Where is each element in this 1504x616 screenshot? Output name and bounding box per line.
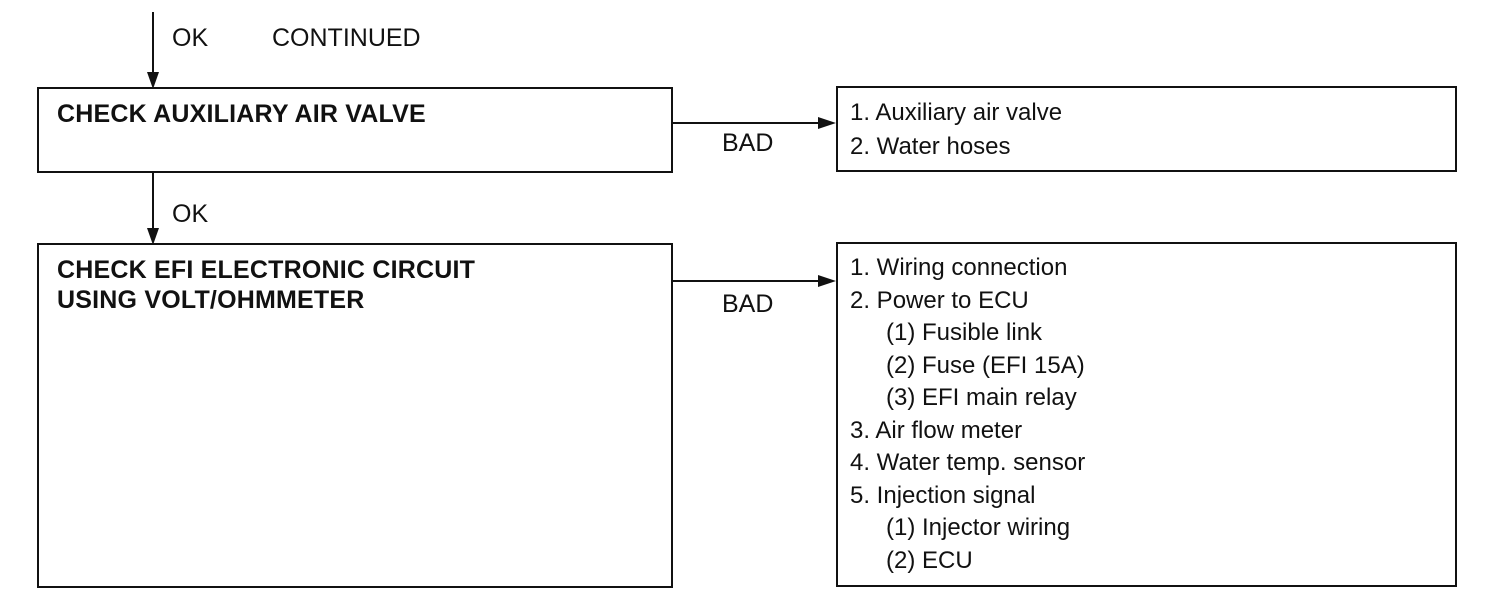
- arrow-bad-2-head: [818, 275, 836, 287]
- arrow-continued-head: [147, 72, 159, 89]
- step-title-line: CHECK EFI ELECTRONIC CIRCUIT: [57, 256, 476, 284]
- cause-subitem: (1) Fusible link: [886, 319, 1043, 346]
- step-title-line: CHECK AUXILIARY AIR VALVE: [57, 100, 426, 128]
- bad-label: BAD: [722, 129, 774, 157]
- cause-item: 5. Injection signal: [850, 481, 1036, 509]
- step-title: CHECK AUXILIARY AIR VALVE: [57, 99, 426, 129]
- cause-item: 1. Auxiliary air valve: [850, 99, 1063, 126]
- cause-subitem: (3) EFI main relay: [886, 384, 1077, 411]
- step-title: CHECK EFI ELECTRONIC CIRCUIT USING VOLT/…: [57, 255, 475, 315]
- cause-item: 2. Water hoses: [850, 133, 1011, 160]
- arrow-ok-head: [147, 228, 159, 245]
- cause-subitem: (2) ECU: [886, 546, 973, 574]
- step-check-efi-electronic-circuit: CHECK EFI ELECTRONIC CIRCUIT USING VOLT/…: [37, 243, 673, 588]
- cause-list: 1. Wiring connection 2. Power to ECU (1)…: [850, 252, 1085, 577]
- cause-subitem: (2) Fuse (EFI 15A): [886, 351, 1085, 379]
- cause-item: 4. Water temp. sensor: [850, 449, 1086, 476]
- arrow-bad-1-head: [818, 117, 836, 129]
- causes-box-air-valve: 1. Auxiliary air valve 2. Water hoses: [836, 86, 1457, 172]
- continued-label: CONTINUED: [272, 24, 421, 52]
- continued-ok-label: OK: [172, 24, 209, 52]
- cause-item: 3. Air flow meter: [850, 416, 1023, 444]
- step-check-auxiliary-air-valve: CHECK AUXILIARY AIR VALVE: [37, 87, 673, 173]
- cause-item: 2. Power to ECU: [850, 286, 1029, 314]
- cause-list: 1. Auxiliary air valve 2. Water hoses: [850, 96, 1062, 164]
- cause-subitem: (1) Injector wiring: [886, 514, 1071, 541]
- causes-box-efi-circuit: 1. Wiring connection 2. Power to ECU (1)…: [836, 242, 1457, 587]
- cause-item: 1. Wiring connection: [850, 254, 1068, 281]
- between-steps-ok-label: OK: [172, 200, 209, 228]
- bad-label: BAD: [722, 290, 774, 318]
- step-title-line: USING VOLT/OHMMETER: [57, 286, 365, 314]
